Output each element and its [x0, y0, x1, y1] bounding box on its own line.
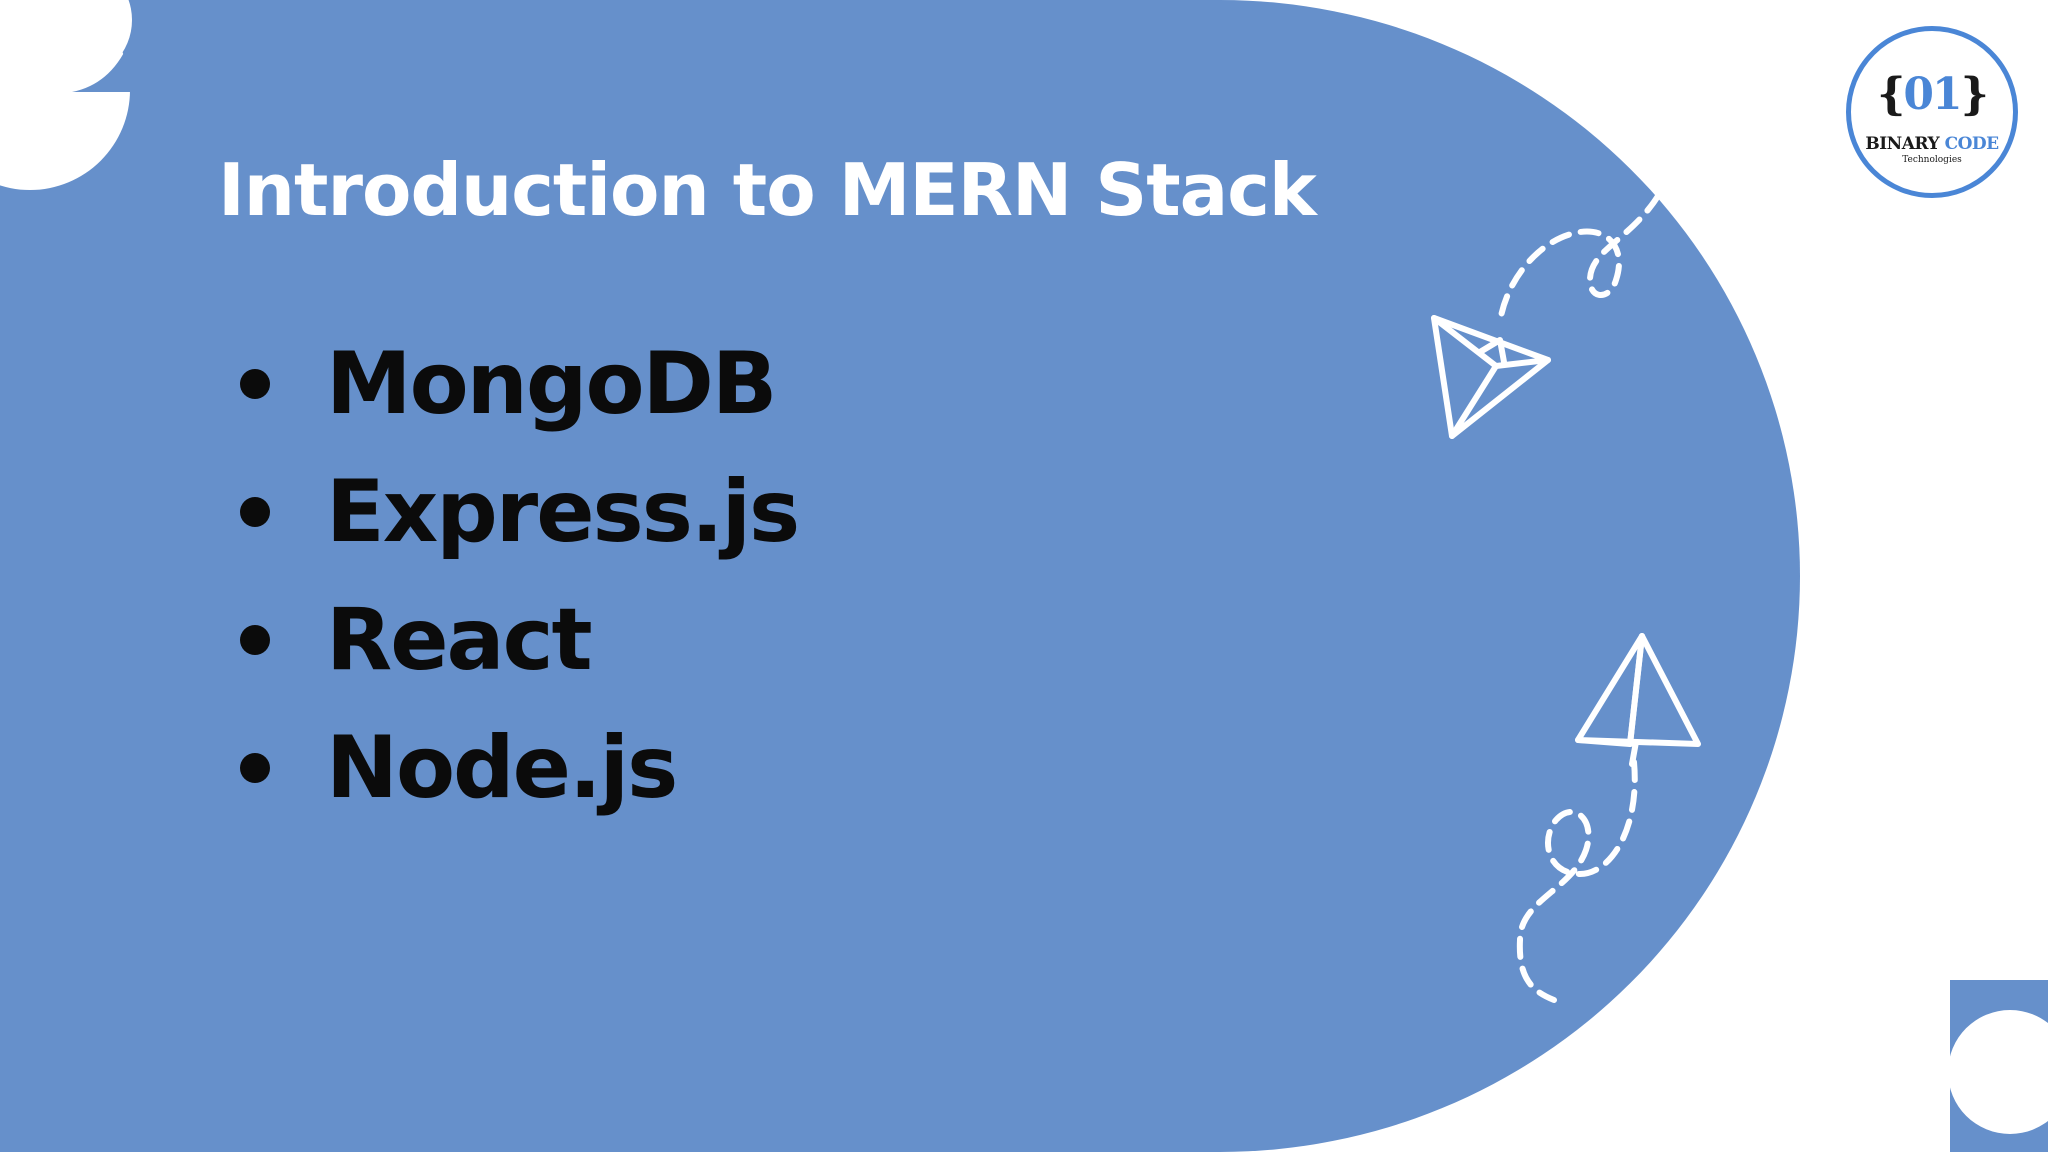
bullet-list: MongoDB Express.js React Node.js — [240, 320, 800, 832]
bullet-item-react: React — [240, 576, 798, 704]
bullet-label: Express.js — [326, 462, 800, 562]
logo-brace-right: } — [1960, 69, 1989, 120]
logo-name-part2: CODE — [1944, 134, 2000, 154]
logo-mark: {01} — [1851, 73, 2013, 117]
bullet-label: MongoDB — [326, 334, 777, 434]
bullet-dot-icon — [240, 753, 270, 783]
logo-number: 01 — [1903, 69, 1962, 120]
blue-panel — [0, 0, 1800, 1152]
bullet-item-mongodb: MongoDB — [240, 320, 798, 448]
bullet-label: Node.js — [326, 718, 678, 818]
paper-plane-icon — [1431, 315, 1551, 439]
bullet-dot-icon — [240, 625, 270, 655]
dashed-loop-trail — [1497, 193, 1661, 325]
corner-circle-bottom-right — [1948, 1010, 2048, 1134]
corner-wave-top-left — [72, 40, 130, 92]
bullet-item-express: Express.js — [240, 448, 800, 576]
logo-name-part1: BINARY — [1865, 134, 1940, 154]
bullet-label: React — [326, 590, 593, 690]
logo-brace-left: { — [1877, 69, 1905, 120]
bullet-dot-icon — [240, 497, 270, 527]
logo-subtitle: Technologies — [1902, 155, 1962, 165]
bullet-item-node: Node.js — [240, 704, 798, 832]
corner-circle-top-left-inner — [12, 0, 132, 80]
company-logo: {01} BINARY CODE Technologies — [1846, 26, 2018, 198]
bullet-dot-icon — [240, 369, 270, 399]
logo-name: BINARY CODE — [1851, 135, 2013, 153]
slide-title: Introduction to MERN Stack — [218, 148, 1317, 232]
dashed-loop-trail — [1516, 759, 1638, 1003]
paper-plane-icon — [1575, 633, 1701, 767]
